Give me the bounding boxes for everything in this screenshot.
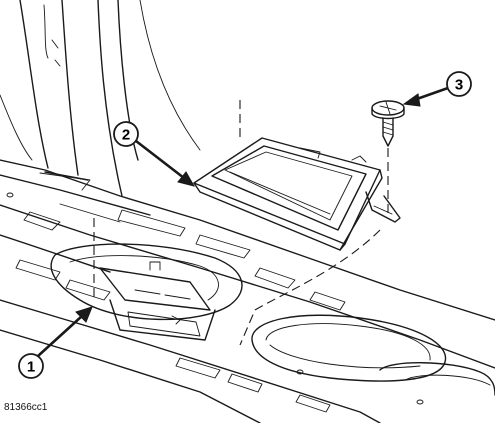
callout-2-label: 2 [122,127,130,144]
callout-3-label: 3 [455,77,463,94]
floor-round-opening [251,314,495,396]
quarter-panel-pillar [0,0,201,197]
spare-tire-well [50,243,243,341]
callout-1: 1 [18,306,93,379]
screw-fastener [371,100,405,147]
storage-bin [193,137,401,251]
callout-3: 3 [402,71,472,107]
callout-2: 2 [113,121,196,187]
installation-lines [93,100,389,346]
callout-1-label: 1 [27,359,35,376]
figure-id: 81366cc1 [4,402,48,413]
floor-pan [0,159,495,423]
